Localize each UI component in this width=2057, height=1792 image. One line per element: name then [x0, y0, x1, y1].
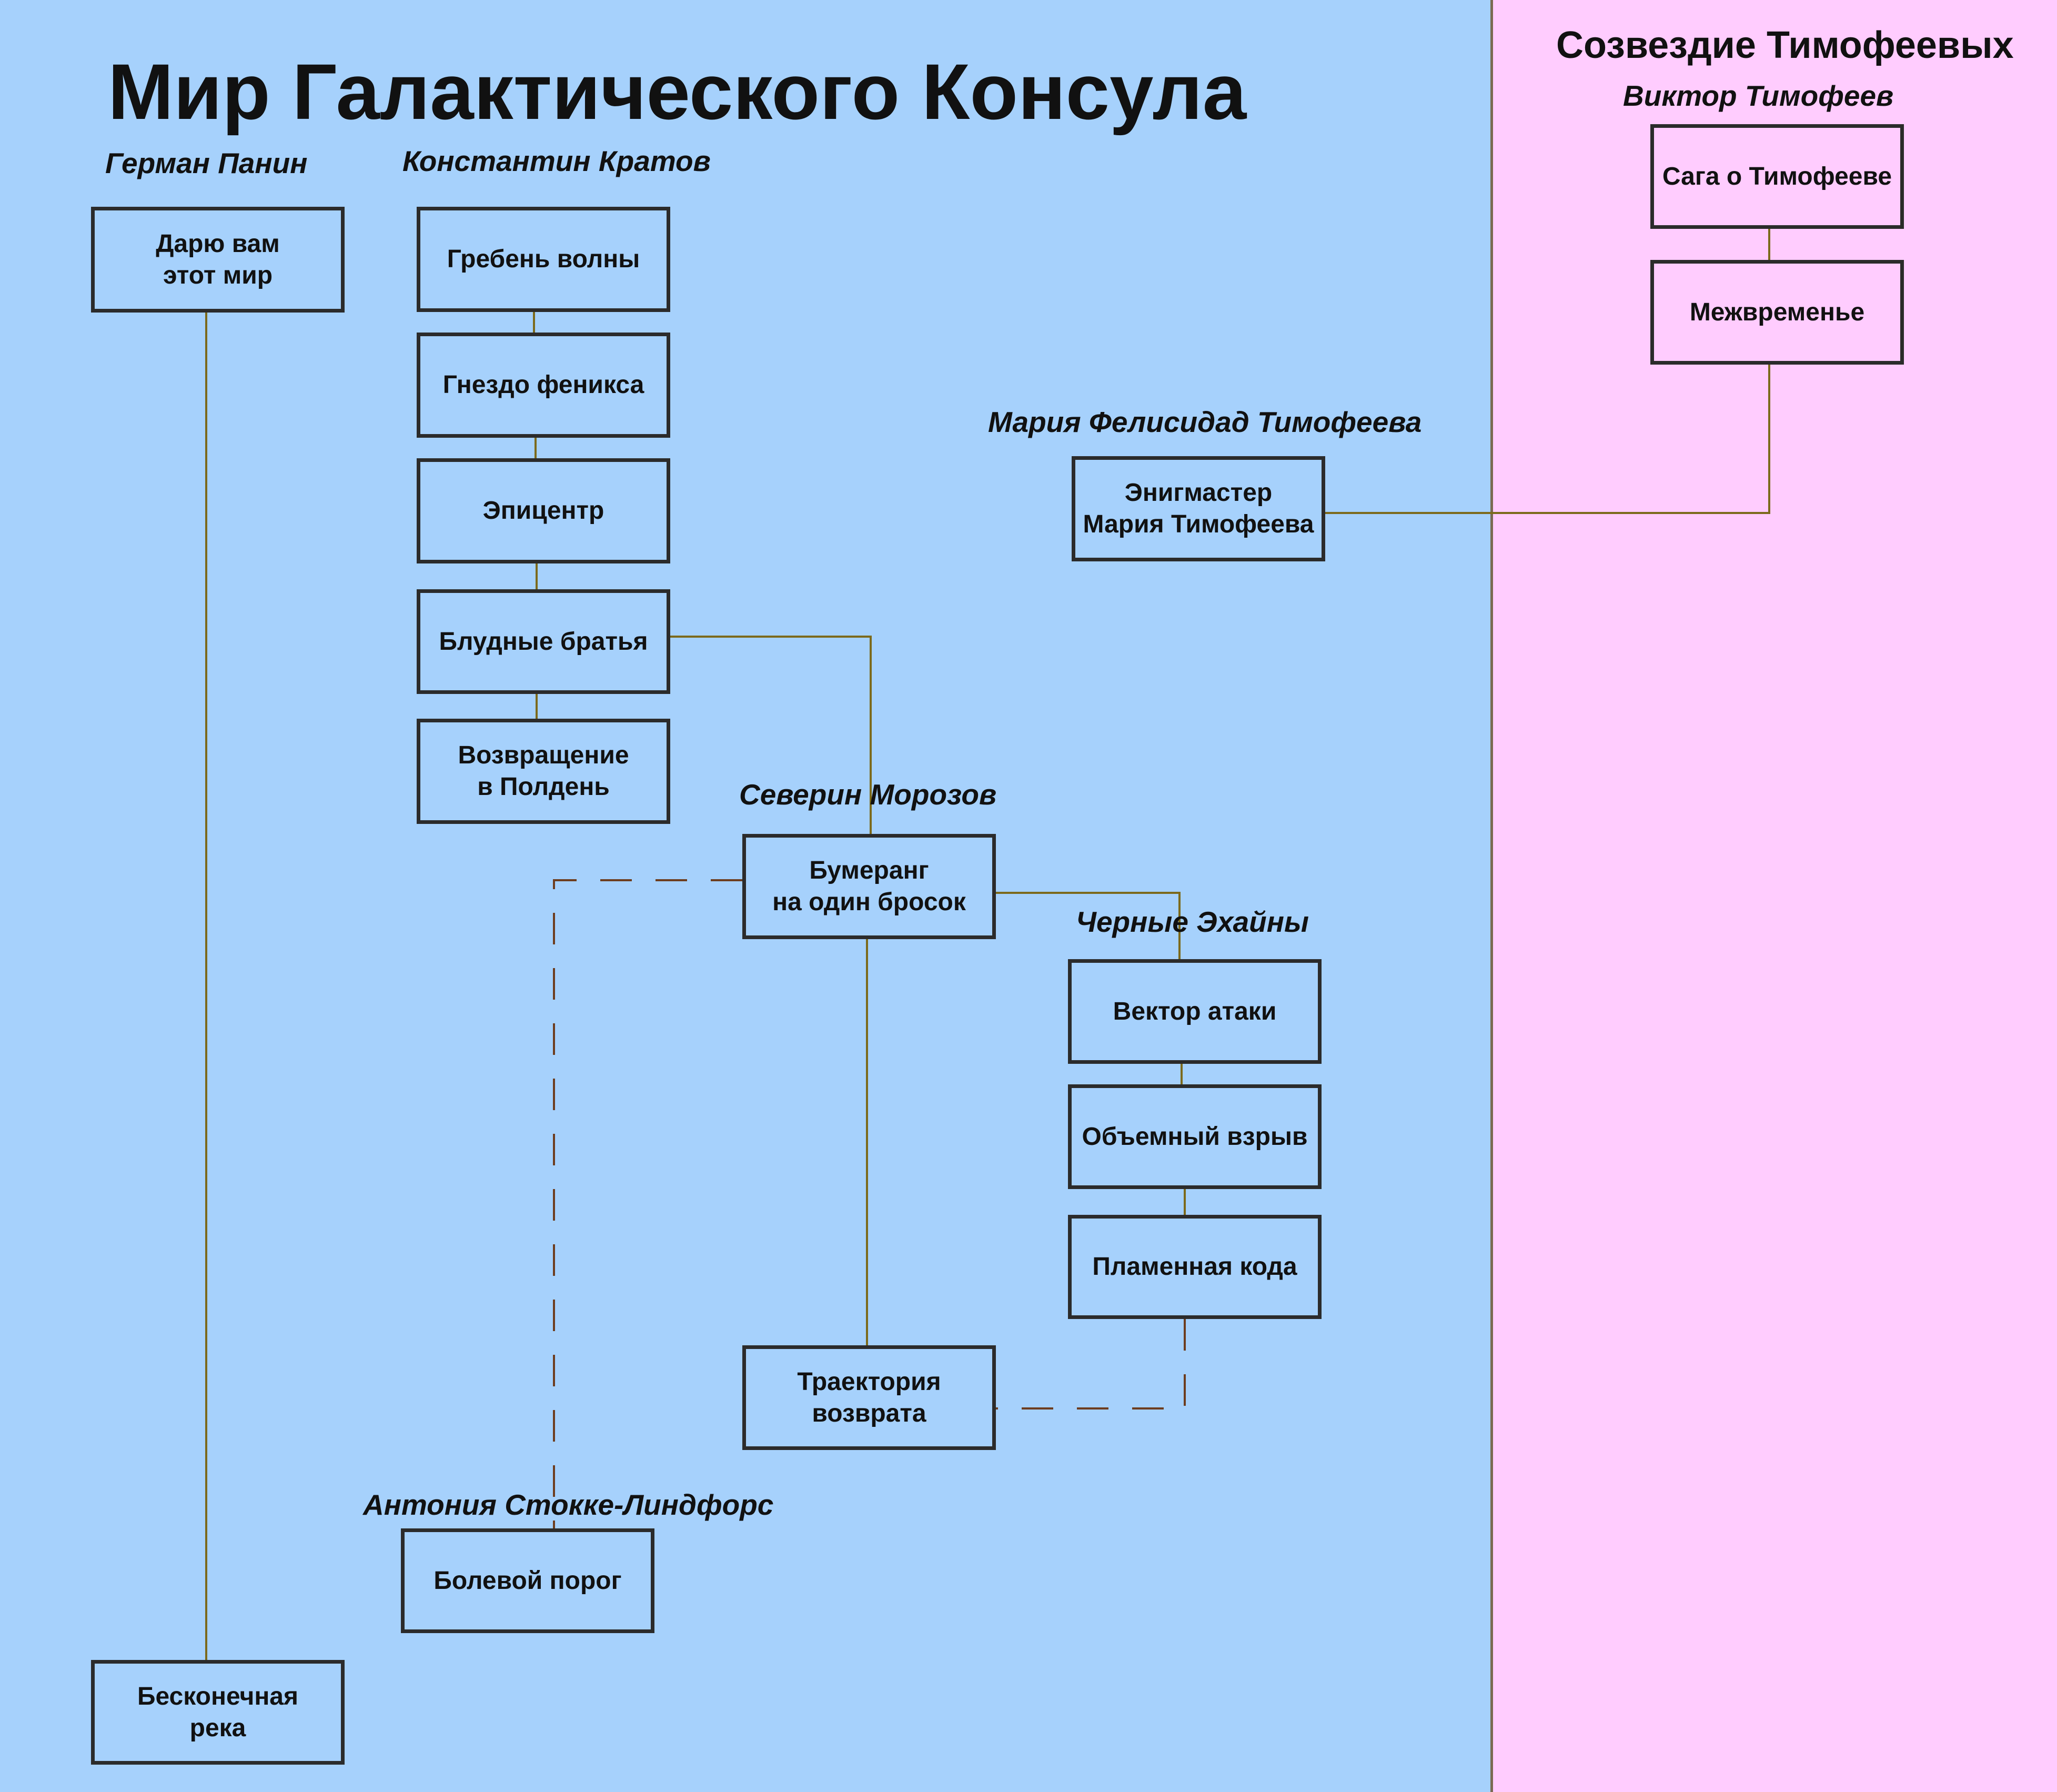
author-severin-morozov: Северин Морозов: [739, 778, 997, 811]
author-panin: Герман Панин: [105, 147, 308, 179]
author-viktor-timofeev: Виктор Тимофеев: [1623, 79, 1894, 112]
book-enigmaster-mariya-timofeeva: Энигмастер Мария Тимофеева: [1072, 456, 1325, 561]
book-bumerang-na-odin-brosok: Бумеранг на один бросок: [742, 834, 996, 939]
right-region-title: Созвездие Тимофеевых: [1556, 24, 2014, 66]
book-gnezdo-feniksa: Гнездо феникса: [417, 333, 670, 438]
author-black-ehains: Черные Эхайны: [1076, 905, 1309, 938]
connector-bumerang-to-vektor: [996, 892, 1181, 959]
galactic-consul-region: [0, 0, 1492, 1792]
book-greben-volny: Гребень волны: [417, 207, 670, 312]
dashed-connector-bumerang-to-bolevoy: [553, 879, 742, 1528]
book-bolevoy-porog: Болевой порог: [401, 1528, 654, 1633]
book-bludnye-bratya: Блудные братья: [417, 589, 670, 694]
region-divider: [1490, 0, 1493, 1792]
dashed-connector-plamennaya-to-traektoriya: [996, 1319, 1186, 1410]
book-mezhvremenye: Межвременье: [1650, 260, 1904, 365]
book-plamennaya-koda: Пламенная кода: [1068, 1215, 1322, 1319]
book-vektor-ataki: Вектор атаки: [1068, 959, 1322, 1064]
book-saga-o-timofeeve: Сага о Тимофееве: [1650, 124, 1904, 229]
connector-bludnye-to-bumerang: [670, 636, 872, 834]
author-kratov: Константин Кратов: [402, 145, 711, 177]
book-traektoriya-vozvrata: Траектория возврата: [742, 1345, 996, 1450]
book-daryu-vam-etot-mir: Дарю вам этот мир: [91, 207, 345, 313]
author-antonia-stokke-lindfors: Антония Стокке-Линдфорс: [363, 1488, 774, 1521]
book-obemny-vzryv: Объемный взрыв: [1068, 1084, 1322, 1189]
connector-enigmaster-to-mezhvremenye: [1325, 365, 1770, 514]
book-vozvrashchenie-v-polden: Возвращение в Полдень: [417, 719, 670, 824]
book-beskonechnaya-reka: Бесконечная река: [91, 1660, 345, 1765]
diagram-title: Мир Галактического Консула: [108, 47, 1247, 136]
timofeev-constellation-region: [1492, 0, 2057, 1792]
book-epitsentr: Эпицентр: [417, 458, 670, 563]
author-maria-timofeeva: Мария Фелисидад Тимофеева: [988, 406, 1422, 438]
